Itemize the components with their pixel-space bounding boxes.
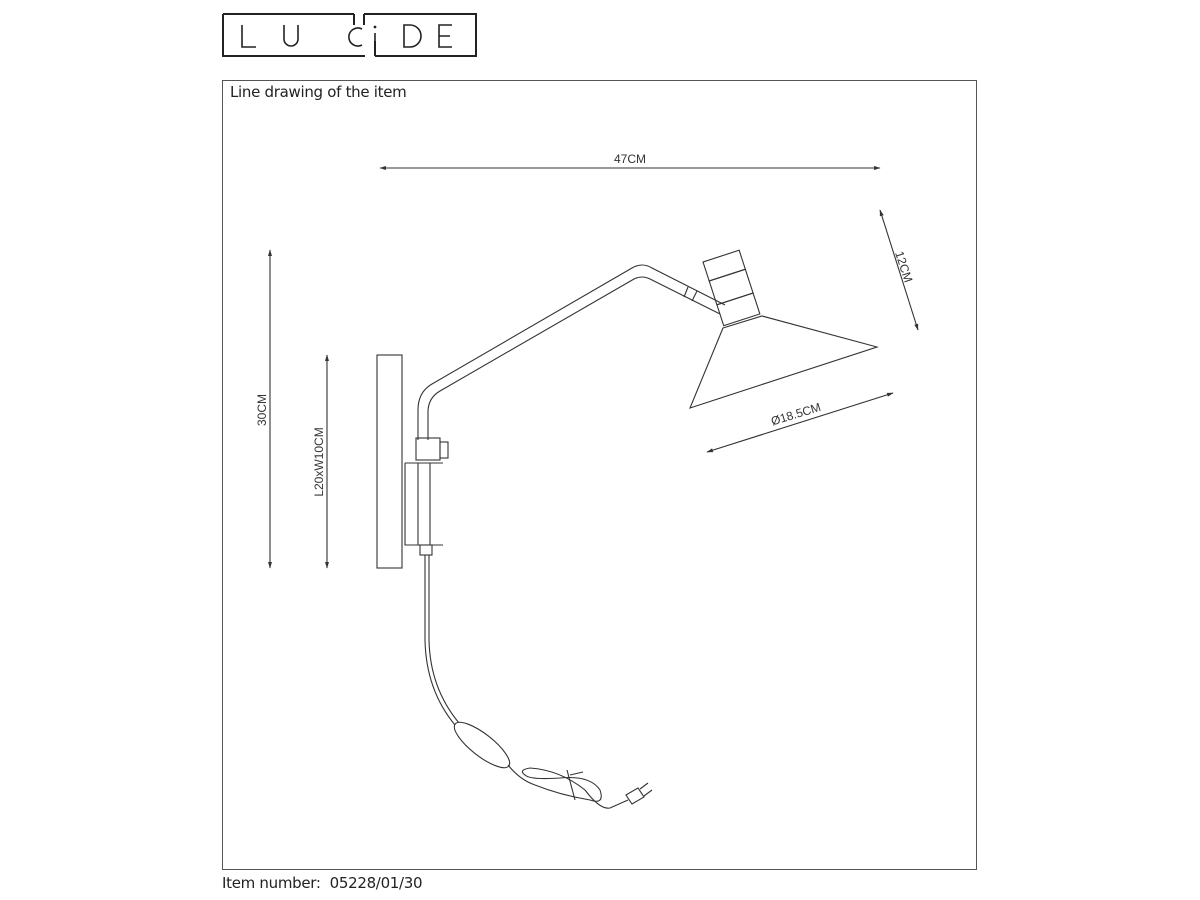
width-label: 47CM [614, 152, 646, 166]
height-label: 30CM [255, 394, 269, 426]
plug [625, 782, 653, 805]
shade-diameter-dimension-line [706, 392, 894, 453]
wall-plate [376, 354, 403, 569]
shade-height-dimension-line [879, 209, 919, 331]
item-number: Item number: 05228/01/30 [222, 874, 423, 892]
inline-switch [453, 721, 511, 769]
lamp-shade [689, 315, 879, 409]
lamp-body [376, 249, 879, 809]
wall-plate-label: L20xW10CM [312, 427, 326, 496]
item-number-value: 05228/01/30 [329, 874, 423, 892]
item-number-label: Item number: [222, 874, 321, 892]
drawing-frame [222, 80, 977, 870]
shade-height-label: 12CM [892, 249, 915, 284]
drawing-caption: Line drawing of the item [230, 83, 407, 101]
lucide-logo [222, 13, 477, 57]
